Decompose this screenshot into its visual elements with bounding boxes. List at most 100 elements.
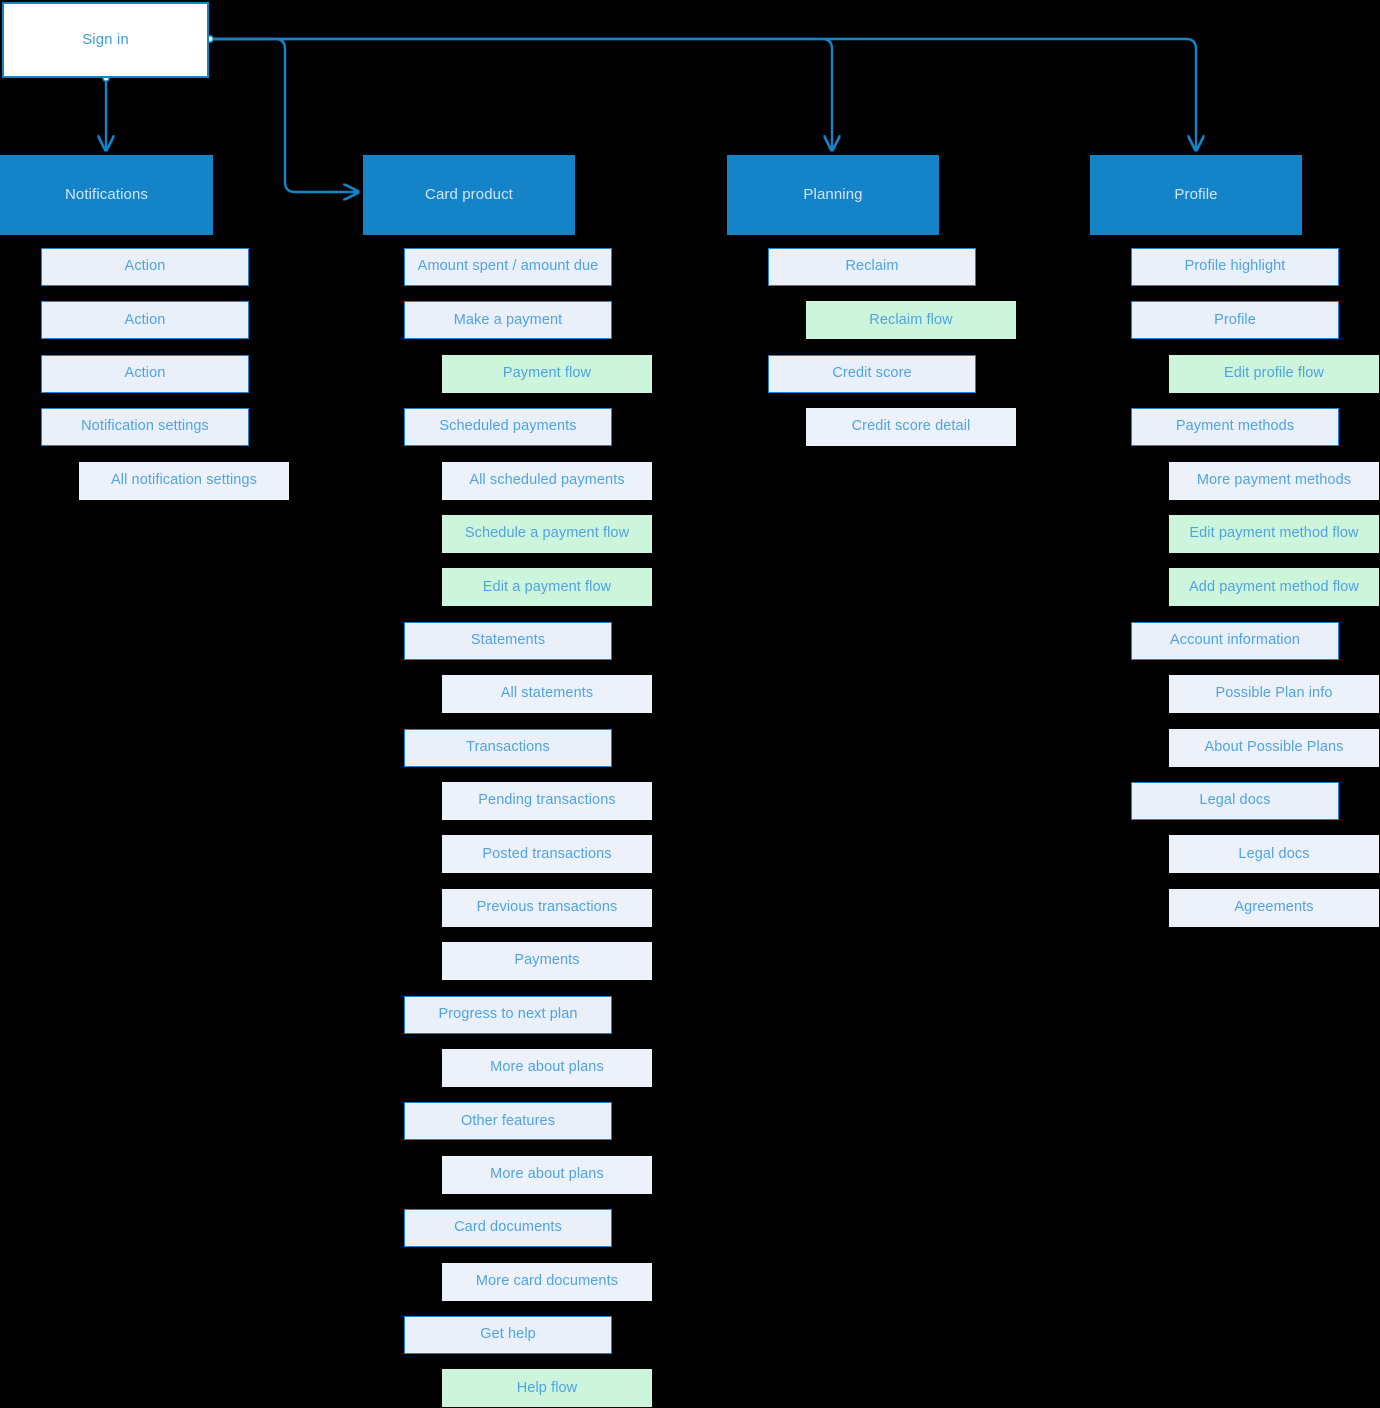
node-profile-item-2[interactable]: Edit profile flow xyxy=(1169,354,1379,393)
node-profile-item-12[interactable]: Agreements xyxy=(1169,888,1379,927)
node-label: Edit a payment flow xyxy=(482,578,612,595)
node-card-product-item-19[interactable]: More card documents xyxy=(442,1262,652,1301)
node-card-product-item-17[interactable]: More about plans xyxy=(442,1155,652,1194)
connector-signin-planning xyxy=(213,37,832,150)
node-label: Notification settings xyxy=(81,418,209,435)
section-header-profile[interactable]: Profile xyxy=(1090,155,1302,235)
connector-signin-profile xyxy=(213,37,1196,150)
node-notifications-item-4[interactable]: All notification settings xyxy=(79,461,289,500)
node-label: Sign in xyxy=(82,31,129,48)
node-label: Reclaim flow xyxy=(869,311,953,328)
node-label: More about plans xyxy=(490,1059,604,1076)
node-card-product-item-1[interactable]: Make a payment xyxy=(404,301,612,340)
node-card-product-item-9[interactable]: Transactions xyxy=(404,728,612,767)
node-notifications-item-2[interactable]: Action xyxy=(41,354,249,393)
node-label: Amount spent / amount due xyxy=(417,258,599,275)
node-sign-in[interactable]: Sign in xyxy=(2,2,209,78)
node-card-product-item-20[interactable]: Get help xyxy=(404,1316,612,1354)
node-label: Posted transactions xyxy=(482,845,612,862)
node-label: Account information xyxy=(1169,632,1301,649)
node-profile-item-7[interactable]: Account information xyxy=(1131,621,1339,660)
node-profile-item-8[interactable]: Possible Plan info xyxy=(1169,675,1379,714)
node-label: Scheduled payments xyxy=(439,418,577,435)
node-label: Action xyxy=(124,258,166,275)
connector-signin-card-product xyxy=(213,37,358,192)
section-header-notifications[interactable]: Notifications xyxy=(0,155,213,235)
node-profile-item-11[interactable]: Legal docs xyxy=(1169,835,1379,874)
node-label: Transactions xyxy=(466,738,550,755)
node-label: Card documents xyxy=(454,1219,562,1236)
section-header-label: Notifications xyxy=(64,186,148,203)
node-card-product-item-7[interactable]: Statements xyxy=(404,621,612,660)
node-card-product-item-5[interactable]: Schedule a payment flow xyxy=(442,515,652,553)
section-header-planning[interactable]: Planning xyxy=(727,155,939,235)
node-profile-item-0[interactable]: Profile highlight xyxy=(1131,248,1339,286)
node-label: Legal docs xyxy=(1199,792,1271,809)
node-card-product-item-18[interactable]: Card documents xyxy=(404,1209,612,1248)
node-notifications-item-3[interactable]: Notification settings xyxy=(41,408,249,447)
node-card-product-item-2[interactable]: Payment flow xyxy=(442,354,652,393)
node-profile-item-6[interactable]: Add payment method flow xyxy=(1169,568,1379,607)
node-label: Add payment method flow xyxy=(1189,578,1359,595)
node-card-product-item-6[interactable]: Edit a payment flow xyxy=(442,568,652,607)
node-planning-item-2[interactable]: Credit score xyxy=(768,354,976,393)
node-label: Payments xyxy=(514,952,580,969)
node-label: Statements xyxy=(470,632,546,649)
node-label: Payment methods xyxy=(1175,418,1295,435)
node-card-product-item-11[interactable]: Posted transactions xyxy=(442,835,652,874)
node-card-product-item-10[interactable]: Pending transactions xyxy=(442,782,652,820)
node-label: Pending transactions xyxy=(478,792,616,809)
node-profile-item-5[interactable]: Edit payment method flow xyxy=(1169,515,1379,553)
node-label: More payment methods xyxy=(1196,471,1352,488)
node-profile-item-10[interactable]: Legal docs xyxy=(1131,782,1339,820)
node-card-product-item-8[interactable]: All statements xyxy=(442,675,652,714)
section-header-label: Profile xyxy=(1174,186,1218,203)
node-label: Progress to next plan xyxy=(438,1005,578,1022)
node-label: Credit score xyxy=(832,365,912,382)
node-card-product-item-15[interactable]: More about plans xyxy=(442,1049,652,1087)
node-profile-item-4[interactable]: More payment methods xyxy=(1169,461,1379,500)
node-label: Payment flow xyxy=(502,365,592,382)
node-profile-item-1[interactable]: Profile xyxy=(1131,301,1339,340)
section-header-label: Card product xyxy=(425,186,513,203)
node-label: Make a payment xyxy=(453,311,563,328)
node-label: All scheduled payments xyxy=(469,471,625,488)
node-label: Other features xyxy=(460,1112,556,1129)
node-card-product-item-14[interactable]: Progress to next plan xyxy=(404,995,612,1034)
node-card-product-item-21[interactable]: Help flow xyxy=(442,1369,652,1408)
node-label: Previous transactions xyxy=(476,899,618,916)
node-card-product-item-3[interactable]: Scheduled payments xyxy=(404,408,612,447)
node-label: Agreements xyxy=(1234,899,1314,916)
node-profile-item-3[interactable]: Payment methods xyxy=(1131,408,1339,447)
node-card-product-item-13[interactable]: Payments xyxy=(442,942,652,981)
node-label: All notification settings xyxy=(111,471,257,488)
node-label: Credit score detail xyxy=(851,418,971,435)
node-label: Profile highlight xyxy=(1184,258,1286,275)
node-card-product-item-4[interactable]: All scheduled payments xyxy=(442,461,652,500)
node-label: More about plans xyxy=(490,1166,604,1183)
node-label: Edit profile flow xyxy=(1223,365,1325,382)
node-label: Legal docs xyxy=(1238,845,1310,862)
node-card-product-item-0[interactable]: Amount spent / amount due xyxy=(404,248,612,286)
node-notifications-item-0[interactable]: Action xyxy=(41,248,249,286)
node-planning-item-0[interactable]: Reclaim xyxy=(768,248,976,286)
node-label: More card documents xyxy=(475,1272,619,1289)
node-label: Action xyxy=(124,365,166,382)
node-label: Reclaim xyxy=(845,258,899,275)
node-label: Action xyxy=(124,311,166,328)
node-label: All statements xyxy=(500,685,594,702)
node-planning-item-3[interactable]: Credit score detail xyxy=(806,408,1016,447)
node-card-product-item-12[interactable]: Previous transactions xyxy=(442,888,652,927)
node-label: Get help xyxy=(480,1326,536,1343)
section-header-card-product[interactable]: Card product xyxy=(363,155,575,235)
node-card-product-item-16[interactable]: Other features xyxy=(404,1102,612,1141)
node-planning-item-1[interactable]: Reclaim flow xyxy=(806,301,1016,340)
node-profile-item-9[interactable]: About Possible Plans xyxy=(1169,728,1379,767)
section-header-label: Planning xyxy=(803,186,863,203)
node-label: Schedule a payment flow xyxy=(464,525,630,542)
node-label: Profile xyxy=(1214,311,1256,328)
node-label: Possible Plan info xyxy=(1215,685,1333,702)
node-label: About Possible Plans xyxy=(1204,738,1344,755)
node-notifications-item-1[interactable]: Action xyxy=(41,301,249,340)
